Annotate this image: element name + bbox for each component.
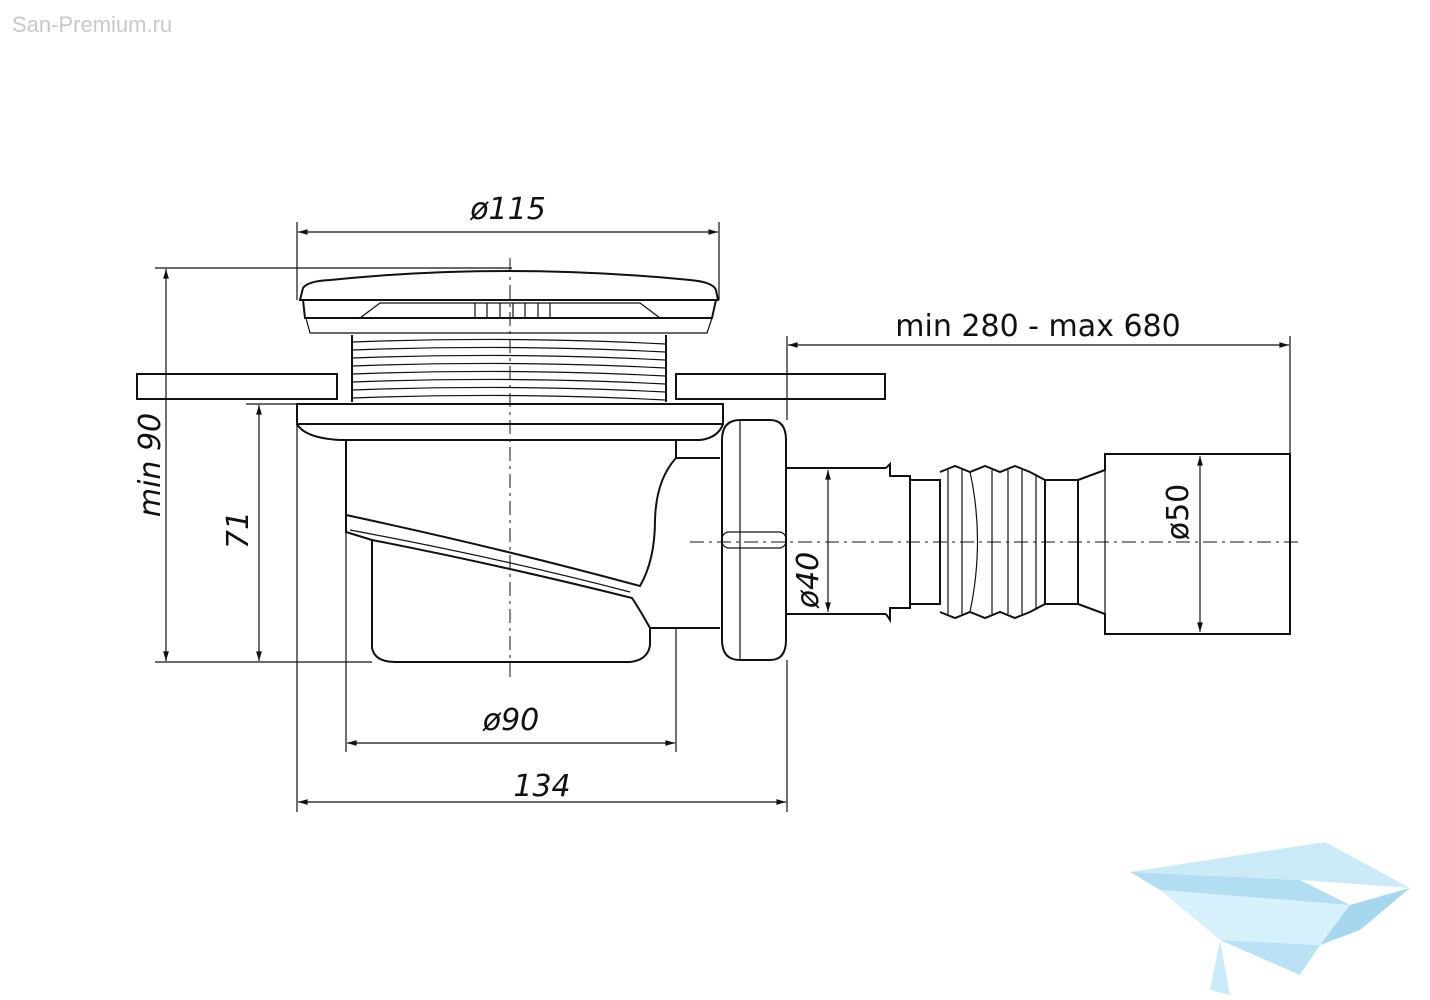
overall-width-label: 134 [513, 769, 570, 804]
dimension-overall-width: 134 [296, 424, 788, 812]
dimension-body-diameter: ø90 [345, 440, 677, 752]
outlet-diameter-label: ø40 [791, 552, 826, 610]
floor-slab [136, 373, 886, 400]
hose-diameter-label: ø50 [1161, 484, 1196, 541]
bathtub-logo-icon [1130, 842, 1410, 995]
body-height-label: 71 [221, 511, 256, 549]
top-diameter-label: ø115 [469, 192, 546, 227]
dimension-outlet-diameter: ø40 [791, 470, 831, 612]
body-diameter-label: ø90 [482, 703, 540, 738]
corrugated-hose [939, 464, 1079, 620]
dimension-hose-diameter: ø50 [1161, 456, 1203, 632]
drain-body [345, 440, 720, 663]
dimension-pipe-length: min 280 - max 680 [786, 309, 1291, 454]
watermark-site-text: San-Premium.ru [12, 12, 173, 37]
pipe-length-label: min 280 - max 680 [895, 309, 1180, 344]
min-height-label: min 90 [133, 413, 168, 517]
dimension-min-height: min 90 [133, 267, 512, 663]
hose-end-sleeve [1077, 453, 1291, 635]
dimension-body-height: 71 [221, 403, 297, 661]
drain-cap [298, 270, 720, 334]
threaded-neck [351, 335, 667, 402]
union-nut [721, 419, 787, 661]
dimension-top-diameter: ø115 [296, 192, 720, 300]
